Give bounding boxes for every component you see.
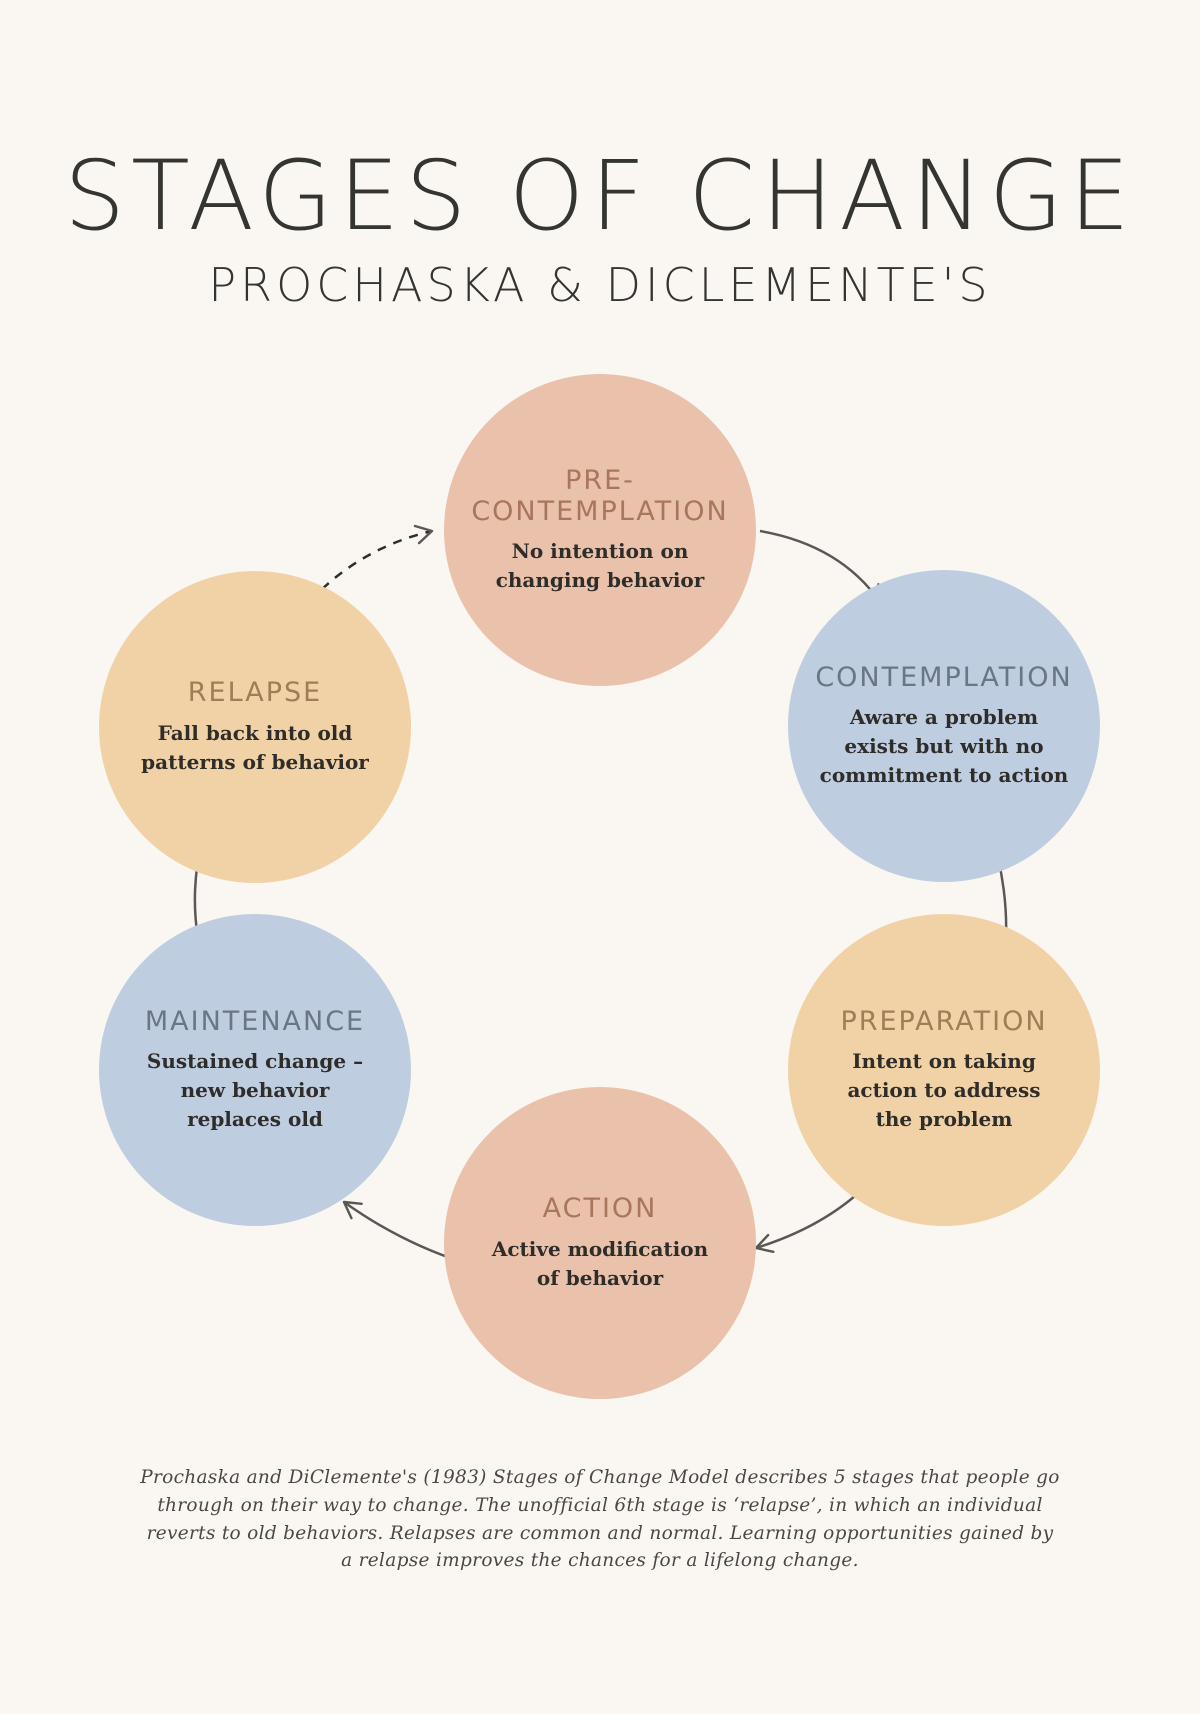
stage-action: ACTION Active modification of behavior <box>444 1087 756 1399</box>
stage-name: PRE- CONTEMPLATION <box>471 464 729 527</box>
arrow-precontemplation-to-contemplation <box>759 529 882 604</box>
stage-description: Intent on taking action to address the p… <box>847 1049 1041 1132</box>
stage-maintenance: MAINTENANCE Sustained change – new behav… <box>99 914 411 1226</box>
stage-name: CONTEMPLATION <box>815 661 1073 693</box>
model-description-footnote: Prochaska and DiClemente's (1983) Stages… <box>140 1467 1060 1572</box>
stage-name: ACTION <box>542 1193 658 1225</box>
stage-contemplation: CONTEMPLATION Aware a problem exists but… <box>788 570 1100 882</box>
stage-description: Active modification of behavior <box>491 1236 709 1290</box>
stage-name: RELAPSE <box>187 677 323 709</box>
stage-name: PREPARATION <box>840 1005 1048 1037</box>
stage-precontemplation: PRE- CONTEMPLATION No intention on chang… <box>444 374 756 686</box>
arrow-relapse-to-precontemplation <box>309 524 434 602</box>
stage-name: MAINTENANCE <box>144 1005 366 1037</box>
stage-description: Aware a problem exists but with no commi… <box>819 705 1069 788</box>
page-subtitle: PROCHASKA & DICLEMENTE'S <box>208 258 992 312</box>
stage-relapse: RELAPSE Fall back into old patterns of b… <box>99 571 411 883</box>
stage-description: Fall back into old patterns of behavior <box>141 720 369 774</box>
stage-description: No intention on changing behavior <box>495 539 705 593</box>
stage-description: Sustained change – new behavior replaces… <box>146 1049 364 1132</box>
page-title: STAGES OF CHANGE <box>64 140 1136 252</box>
stage-preparation: PREPARATION Intent on taking action to a… <box>788 914 1100 1226</box>
